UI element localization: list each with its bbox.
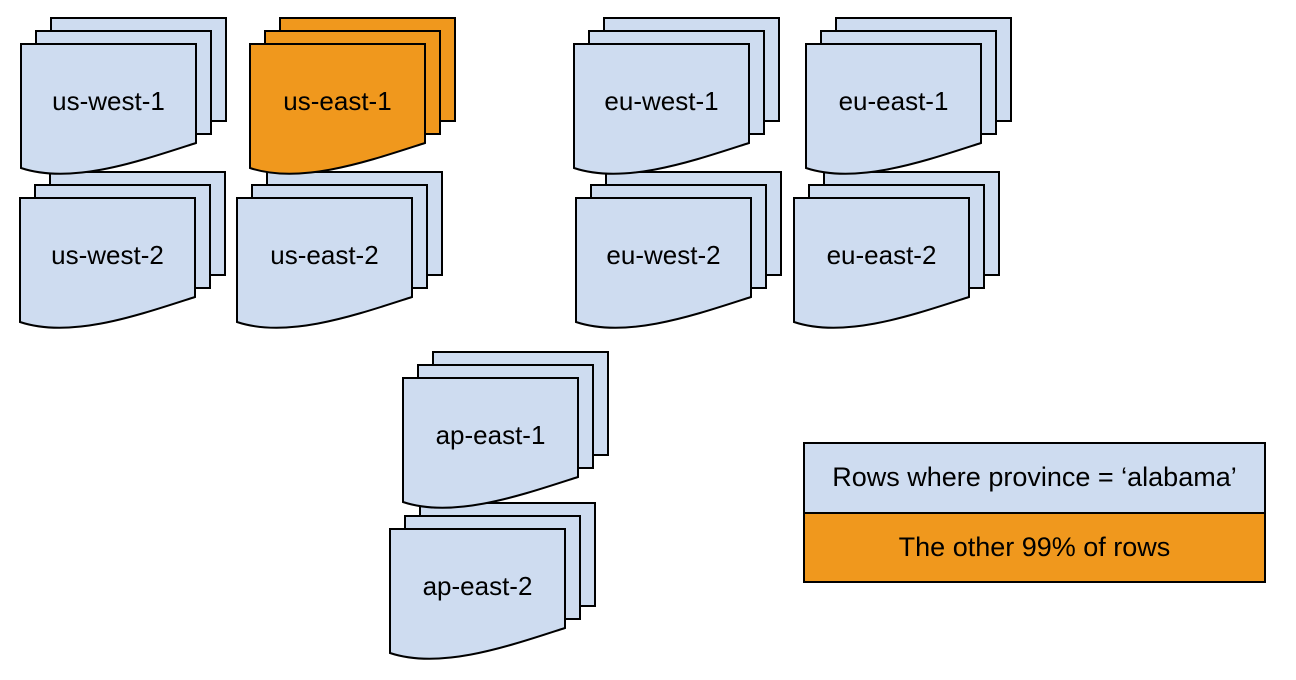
document-stack-ap-east-2: ap-east-2 (389, 502, 597, 664)
region-label: us-east-1 (283, 86, 392, 116)
region-label: us-west-1 (52, 86, 165, 116)
front-document-sheet (402, 377, 579, 509)
legend-item-other-rows: The other 99% of rows (805, 513, 1264, 581)
document-stack-icon (236, 171, 443, 329)
front-document-sheet (20, 43, 197, 175)
document-stack-eu-west-2: eu-west-2 (575, 171, 783, 333)
legend: Rows where province = ‘alabama’ The othe… (803, 442, 1266, 583)
front-document-sheet (793, 197, 970, 329)
document-stack-eu-west-1: eu-west-1 (573, 17, 781, 179)
legend-item-alabama-rows: Rows where province = ‘alabama’ (805, 444, 1264, 514)
region-label: eu-east-2 (826, 240, 937, 270)
front-document-sheet (249, 43, 426, 175)
document-stack-icon (19, 171, 226, 329)
document-stack-eu-east-2: eu-east-2 (793, 171, 1001, 333)
document-stack-icon (389, 502, 596, 660)
document-stack-us-west-1: us-west-1 (20, 17, 228, 179)
document-stack-icon (20, 17, 227, 175)
front-document-sheet (19, 197, 196, 329)
region-label: eu-west-1 (604, 86, 719, 116)
front-document-sheet (575, 197, 752, 329)
document-stack-us-east-1: us-east-1 (249, 17, 457, 179)
front-document-sheet (805, 43, 982, 175)
document-stack-icon (249, 17, 456, 175)
front-document-sheet (573, 43, 750, 175)
front-document-sheet (236, 197, 413, 329)
document-stack-icon (805, 17, 1012, 175)
document-stack-icon (402, 351, 609, 509)
document-stack-ap-east-1: ap-east-1 (402, 351, 610, 513)
region-label: us-west-2 (51, 240, 164, 270)
document-stack-icon (575, 171, 782, 329)
region-label: ap-east-2 (422, 571, 533, 601)
document-stack-eu-east-1: eu-east-1 (805, 17, 1013, 179)
region-label: us-east-2 (270, 240, 379, 270)
region-label: ap-east-1 (435, 420, 546, 450)
region-label: eu-west-2 (606, 240, 721, 270)
front-document-sheet (389, 528, 566, 660)
document-stack-us-west-2: us-west-2 (19, 171, 227, 333)
region-label: eu-east-1 (838, 86, 949, 116)
document-stack-icon (573, 17, 780, 175)
document-stack-us-east-2: us-east-2 (236, 171, 444, 333)
document-stack-icon (793, 171, 1000, 329)
